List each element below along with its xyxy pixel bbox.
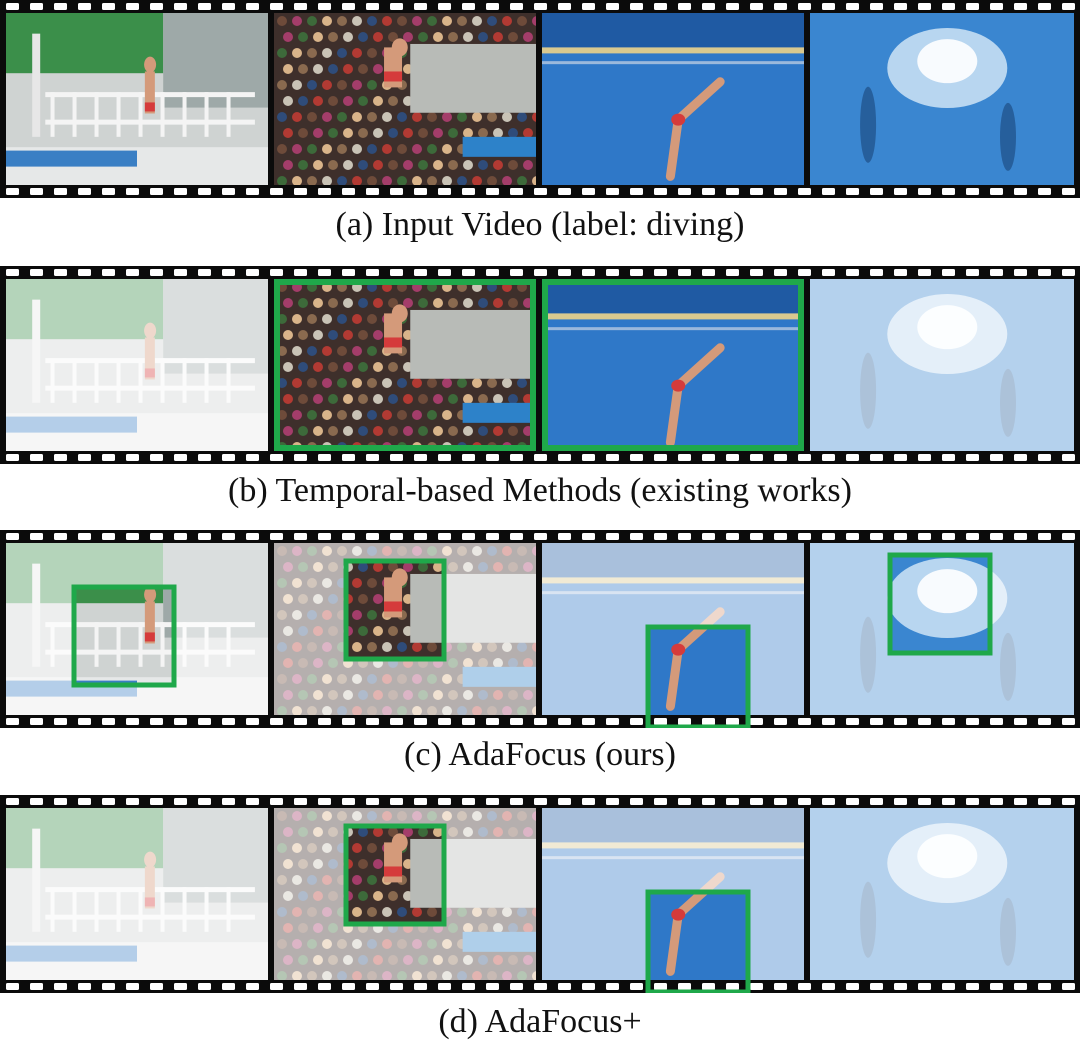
pool-scene: [648, 627, 748, 715]
frame-3: [542, 543, 804, 728]
frame-4: [810, 543, 1074, 715]
focus-patch-content: [346, 561, 444, 659]
focus-patch-box: [645, 624, 751, 728]
crowd-scene: [346, 561, 444, 659]
focus-patch-box: [343, 823, 447, 927]
focus-patch-content: [648, 892, 748, 980]
crowd-scene: [274, 279, 536, 451]
frame-2: [274, 279, 536, 451]
focus-patch-box: [645, 889, 751, 993]
perforations: [6, 533, 1075, 725]
frame-4: [810, 13, 1074, 185]
dim-overlay: [6, 279, 268, 451]
film-strip-temporal-based: [0, 266, 1080, 464]
splash-scene: [810, 13, 1074, 185]
frame-1: [6, 543, 268, 715]
film-strip-adafocus: [0, 530, 1080, 728]
platform-scene: [74, 587, 174, 685]
perforations: [6, 269, 1075, 461]
frame-1: [6, 279, 268, 451]
caption-adafocus: (c) AdaFocus (ours): [404, 736, 676, 773]
frame-3: [542, 808, 804, 993]
dim-overlay: [810, 808, 1074, 980]
film-strip-input-video: [0, 0, 1080, 198]
film-strip-adafocus-plus: [0, 795, 1080, 993]
dim-overlay: [6, 808, 268, 980]
frame-4: [810, 279, 1074, 451]
frame-2: [274, 13, 536, 185]
focus-patch-box: [71, 584, 177, 688]
pool-scene: [542, 13, 804, 185]
dim-overlay: [810, 279, 1074, 451]
pool-scene: [648, 892, 748, 980]
platform-scene: [6, 13, 268, 185]
frame-2: [274, 808, 536, 980]
frame-1: [6, 13, 268, 185]
splash-scene: [890, 555, 990, 653]
focus-frame-box: [274, 279, 536, 451]
frame-3: [542, 279, 804, 451]
perforations: [6, 3, 1075, 195]
perforations: [6, 798, 1075, 990]
focus-patch-content: [74, 587, 174, 685]
focus-frame-box: [542, 279, 804, 451]
pool-scene: [542, 279, 804, 451]
focus-patch-box: [343, 558, 447, 662]
frame-2: [274, 543, 536, 715]
frame-1: [6, 808, 268, 980]
focus-patch-content: [890, 555, 990, 653]
focus-patch-content: [648, 627, 748, 715]
focus-patch-box: [887, 552, 993, 656]
caption-input-video: (a) Input Video (label: diving): [335, 206, 745, 243]
caption-temporal-based: (b) Temporal-based Methods (existing wor…: [228, 472, 852, 509]
caption-adafocus-plus: (d) AdaFocus+: [438, 1003, 642, 1040]
frame-3: [542, 13, 804, 185]
frame-4: [810, 808, 1074, 980]
crowd-scene: [274, 13, 536, 185]
